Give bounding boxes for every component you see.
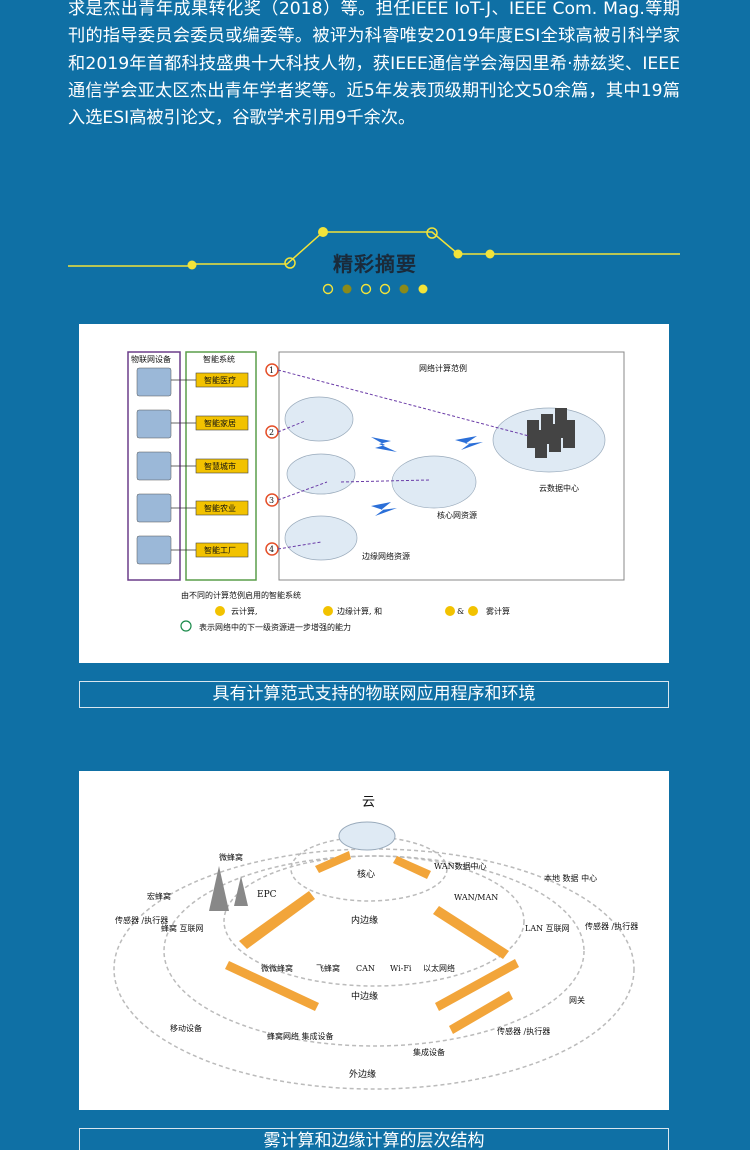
micro-cell-label: 微蜂窝: [219, 852, 243, 862]
device-wifi: Wi-Fi: [390, 964, 412, 973]
wireless-icons: [371, 436, 483, 516]
core-net-label: 核心网资源: [437, 510, 477, 520]
device-femtocell: 飞蜂窝: [316, 963, 340, 973]
sensor-right-label: 传感器 /执行器: [585, 921, 638, 931]
system-label: 智慧城市: [204, 461, 236, 471]
mobile-label: 移动设备: [170, 1023, 202, 1033]
system-boxes: [195, 372, 249, 558]
marker-number: 1: [269, 366, 274, 375]
figure1-caption: 具有计算范式支持的物联网应用程序和环境: [79, 681, 669, 708]
wan-dc-label: WAN数据中心: [434, 861, 487, 871]
figure-fog-edge-hierarchy: 云 核心 WAN数据中心 本地 数据 中心 WAN/MAN EPC 微蜂窝 宏蜂…: [79, 771, 669, 1110]
figure-iot-paradigms: 物联网设备 智能系统 智能医疗 智能家居 智慧城市 智能农业 智能工厂: [79, 324, 669, 663]
legend-amp: &: [457, 607, 464, 616]
legend-cloud: 云计算,: [231, 606, 258, 616]
core-cloud-icon: [338, 821, 396, 851]
marker-number: 2: [269, 428, 274, 437]
wan-man-label: WAN/MAN: [454, 893, 498, 902]
edge-net-label: 边缘网络资源: [362, 551, 410, 561]
sensor-left-label: 传感器 /执行器: [115, 915, 168, 925]
figure2-caption: 雾计算和边缘计算的层次结构: [79, 1128, 669, 1150]
inner-edge-label: 内边缘: [351, 914, 378, 926]
middle-edge-label: 中边缘: [351, 990, 378, 1002]
device-ethernet: 以太网络: [423, 963, 455, 973]
integration-label: 集成设备: [413, 1047, 445, 1057]
server-rack-icons: [527, 408, 575, 458]
system-label: 智能医疗: [204, 375, 236, 385]
gateway-label: 网关: [569, 995, 585, 1005]
paradigm-markers: [265, 363, 279, 556]
cloud-label: 云: [362, 795, 375, 810]
sensor-bottom-label: 传感器 /执行器: [497, 1026, 550, 1036]
device-can: CAN: [356, 964, 375, 973]
core-label: 核心: [357, 868, 375, 880]
legend-title: 由不同的计算范例启用的智能系统: [181, 590, 301, 600]
marker-number: 4: [269, 545, 274, 554]
section-heading-decoration: [68, 227, 680, 270]
cellular-internet-label: 蜂窝 互联网: [161, 923, 204, 933]
flow-arrows: [225, 851, 519, 1034]
marker-number: 3: [269, 496, 274, 505]
system-label: 智能农业: [204, 503, 236, 513]
local-dc-label: 本地 数据 中心: [544, 873, 597, 883]
cell-integration-label: 蜂窝网络 集成设备: [267, 1031, 334, 1041]
devices-header: 物联网设备: [131, 354, 171, 364]
system-label: 智能工厂: [204, 545, 236, 555]
epc-label: EPC: [257, 890, 277, 900]
outer-edge-label: 外边缘: [349, 1068, 376, 1080]
intro-paragraph: 求是杰出青年成果转化奖（2018）等。担任IEEE IoT-J、IEEE Com…: [68, 0, 680, 129]
macro-cell-label: 宏蜂窝: [147, 891, 171, 901]
legend-edge: 边缘计算, 和: [337, 606, 382, 616]
pagination-dots: [322, 283, 428, 295]
tower-icons: [209, 866, 248, 911]
lan-label: LAN 互联网: [525, 924, 570, 933]
section-title: 精彩摘要: [333, 252, 417, 276]
cloud-dc-label: 云数据中心: [539, 483, 579, 493]
paradigm-title: 网络计算范例: [419, 363, 467, 373]
device-picocell: 微微蜂窝: [261, 963, 293, 973]
systems-header: 智能系统: [203, 354, 235, 364]
device-icons: [136, 367, 172, 565]
legend-fog: 雾计算: [486, 606, 510, 616]
legend-plus: 表示网络中的下一级资源进一步增强的能力: [199, 622, 351, 632]
system-label: 智能家居: [204, 418, 236, 428]
